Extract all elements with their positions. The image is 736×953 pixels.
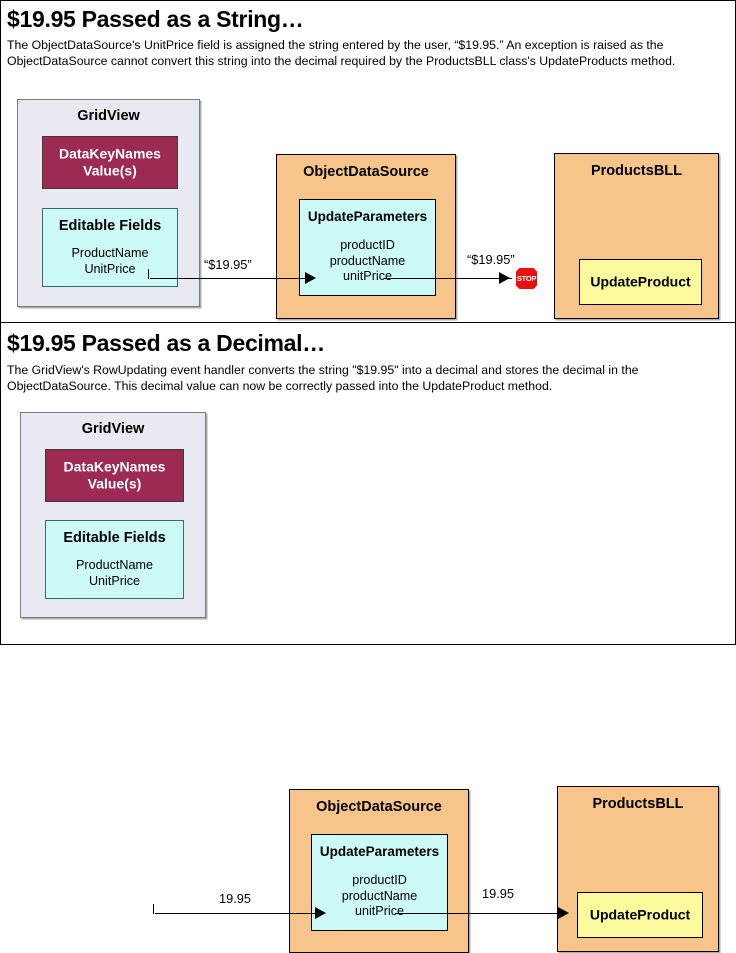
arrow-label-2-right: 19.95 [482, 886, 515, 901]
param-productid-2: productID [352, 873, 407, 887]
arrowhead-ods-2 [315, 907, 326, 919]
updateparameters-list-1: productID productName unitPrice [300, 238, 435, 285]
arrowhead-stop-1 [499, 272, 510, 284]
gridview-title-2: GridView [81, 421, 145, 437]
section-1-description: The ObjectDataSource's UnitPrice field i… [7, 38, 676, 69]
editable-fields-list-1: ProductName UnitPrice [43, 246, 177, 277]
updateparameters-title-2: UpdateParameters [319, 844, 440, 859]
productsbll-title-2: ProductsBLL [592, 796, 684, 812]
editable-field-productname-2: ProductName [76, 558, 153, 572]
productsbll-container-1: ProductsBLL UpdateProduct [554, 153, 719, 319]
editable-fields-box-1: Editable Fields ProductName UnitPrice [42, 208, 178, 287]
datakeynames-line-1-b: DataKeyNames [63, 458, 166, 474]
param-productname-1: productName [329, 253, 406, 268]
datakeynames-box-2: DataKeyNames Value(s) [45, 449, 184, 502]
gridview-title-1: GridView [77, 108, 140, 124]
section-string: $19.95 Passed as a String… The ObjectDat… [1, 1, 735, 322]
objectdatasource-title-1: ObjectDataSource [303, 164, 429, 180]
updateproduct-label-2: UpdateProduct [589, 906, 691, 923]
editable-field-productname-1: ProductName [71, 246, 149, 260]
gridview-container-2: GridView DataKeyNames Value(s) Editable … [20, 412, 206, 618]
datakeynames-box-1: DataKeyNames Value(s) [42, 136, 178, 189]
editable-field-unitprice-2: UnitPrice [88, 573, 141, 588]
updateproduct-box-2: UpdateProduct [577, 892, 703, 938]
arrowhead-ods-1 [305, 272, 316, 284]
editable-field-unitprice-1: UnitPrice [84, 261, 136, 276]
param-productid-1: productID [340, 238, 395, 252]
datakeynames-line-1: DataKeyNames [59, 145, 161, 161]
arrowhead-bll-2 [558, 907, 569, 919]
updateparameters-title-1: UpdateParameters [307, 209, 428, 224]
objectdatasource-container-2: ObjectDataSource UpdateParameters produc… [289, 789, 469, 953]
arrow-label-1-right: “$19.95” [467, 252, 515, 267]
arrow-gridview-riser-2 [153, 904, 154, 914]
param-productname-2: productName [341, 888, 418, 903]
objectdatasource-container-1: ObjectDataSource UpdateParameters produc… [276, 154, 456, 319]
editable-fields-title-1: Editable Fields [58, 218, 162, 234]
productsbll-title-1: ProductsBLL [590, 163, 683, 179]
arrow-ods-to-bll-1 [384, 278, 512, 279]
datakeynames-line-2-b: Value(s) [87, 475, 142, 492]
arrow-gridview-riser-1 [148, 269, 149, 279]
gridview-container-1: GridView DataKeyNames Value(s) Editable … [17, 99, 200, 307]
editable-fields-box-2: Editable Fields ProductName UnitPrice [45, 520, 184, 599]
arrow-gridview-to-ods-1 [150, 278, 307, 279]
updateparameters-box-1: UpdateParameters productID productName u… [299, 199, 436, 296]
arrow-ods-to-bll-2 [395, 913, 561, 914]
productsbll-container-2: ProductsBLL UpdateProduct [557, 786, 719, 952]
arrow-label-2-left: 19.95 [219, 891, 252, 906]
param-unitprice-1: unitPrice [343, 269, 392, 283]
section-decimal: $19.95 Passed as a Decimal… The GridView… [1, 323, 735, 953]
updateparameters-box-2: UpdateParameters productID productName u… [311, 834, 448, 931]
updateproduct-box-1: UpdateProduct [579, 259, 702, 305]
datakeynames-label-1: DataKeyNames Value(s) [43, 145, 177, 180]
section-divider [1, 322, 735, 323]
stop-sign-label: STOP [516, 273, 537, 283]
section-2-title: $19.95 Passed as a Decimal… [7, 330, 325, 356]
stop-sign-icon: STOP [514, 266, 539, 291]
editable-fields-title-2: Editable Fields [63, 530, 166, 546]
param-unitprice-2: unitPrice [355, 904, 404, 918]
datakeynames-label-2: DataKeyNames Value(s) [46, 458, 183, 493]
arrow-gridview-to-ods-2 [155, 913, 317, 914]
updateproduct-label-1: UpdateProduct [590, 273, 691, 290]
datakeynames-line-2: Value(s) [83, 162, 137, 179]
arrow-label-1-left: “$19.95” [204, 257, 252, 272]
section-1-title: $19.95 Passed as a String… [7, 6, 304, 32]
objectdatasource-title-2: ObjectDataSource [316, 799, 442, 815]
section-2-description: The GridView's RowUpdating event handler… [7, 363, 639, 394]
editable-fields-list-2: ProductName UnitPrice [46, 558, 183, 589]
diagram-string-flow: GridView DataKeyNames Value(s) Editable … [1, 1, 735, 322]
diagram-decimal-flow: GridView DataKeyNames Value(s) Editable … [1, 323, 735, 953]
